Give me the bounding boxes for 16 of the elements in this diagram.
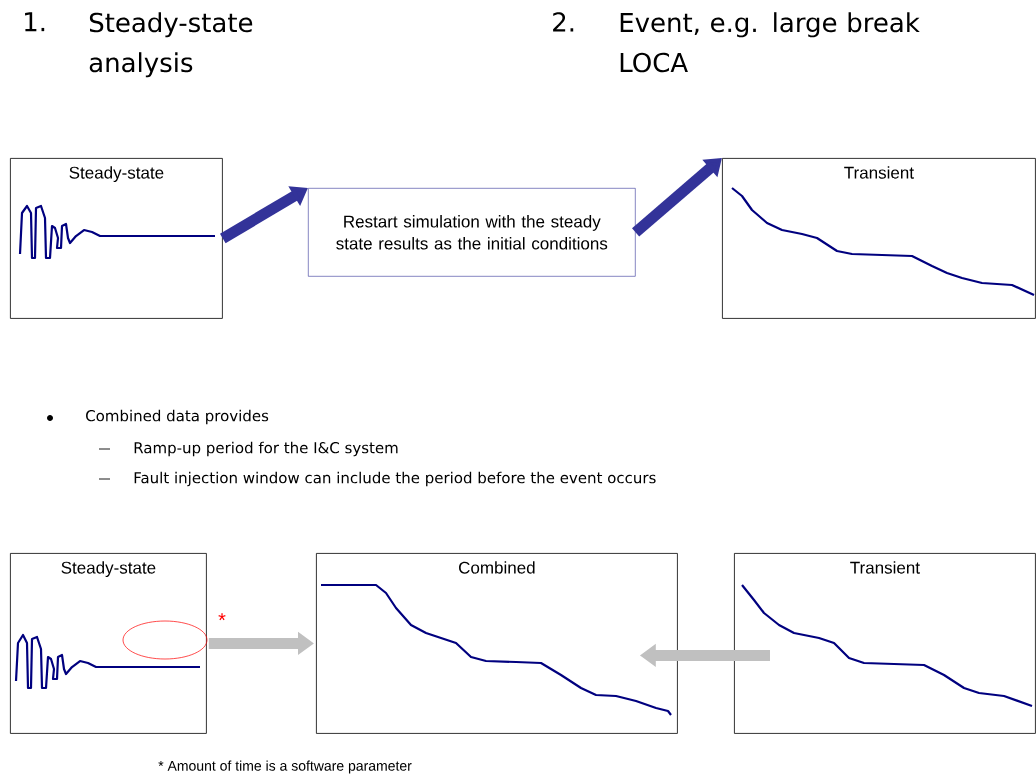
- text-box: Restart simulation with the steady state results as the initial conditions: [308, 188, 636, 277]
- heading: Steady-state analysis: [89, 12, 253, 78]
- bullet-text: Combined data provides: [86, 409, 269, 425]
- plot-panel: Transient: [734, 553, 1036, 734]
- plot-panel: Steady-state: [10, 158, 223, 319]
- plot-panel: Steady-state: [10, 553, 207, 734]
- list-number: 2.: [553, 12, 574, 32]
- block-arrow: [632, 158, 722, 237]
- plot-panel: Combined: [316, 553, 678, 734]
- bullet-text: Fault injection window can include the period before the event occurs: [134, 471, 656, 487]
- bullet-text: Ramp-up period for the I&C system: [134, 441, 398, 457]
- plot-panel: Transient: [722, 158, 1036, 319]
- edge-label: *: [218, 613, 226, 621]
- heading: Event, e.g. large break LOCA: [620, 12, 920, 73]
- list-number: 1.: [25, 12, 45, 32]
- footnote: * Amount of time is a software parameter: [158, 760, 412, 774]
